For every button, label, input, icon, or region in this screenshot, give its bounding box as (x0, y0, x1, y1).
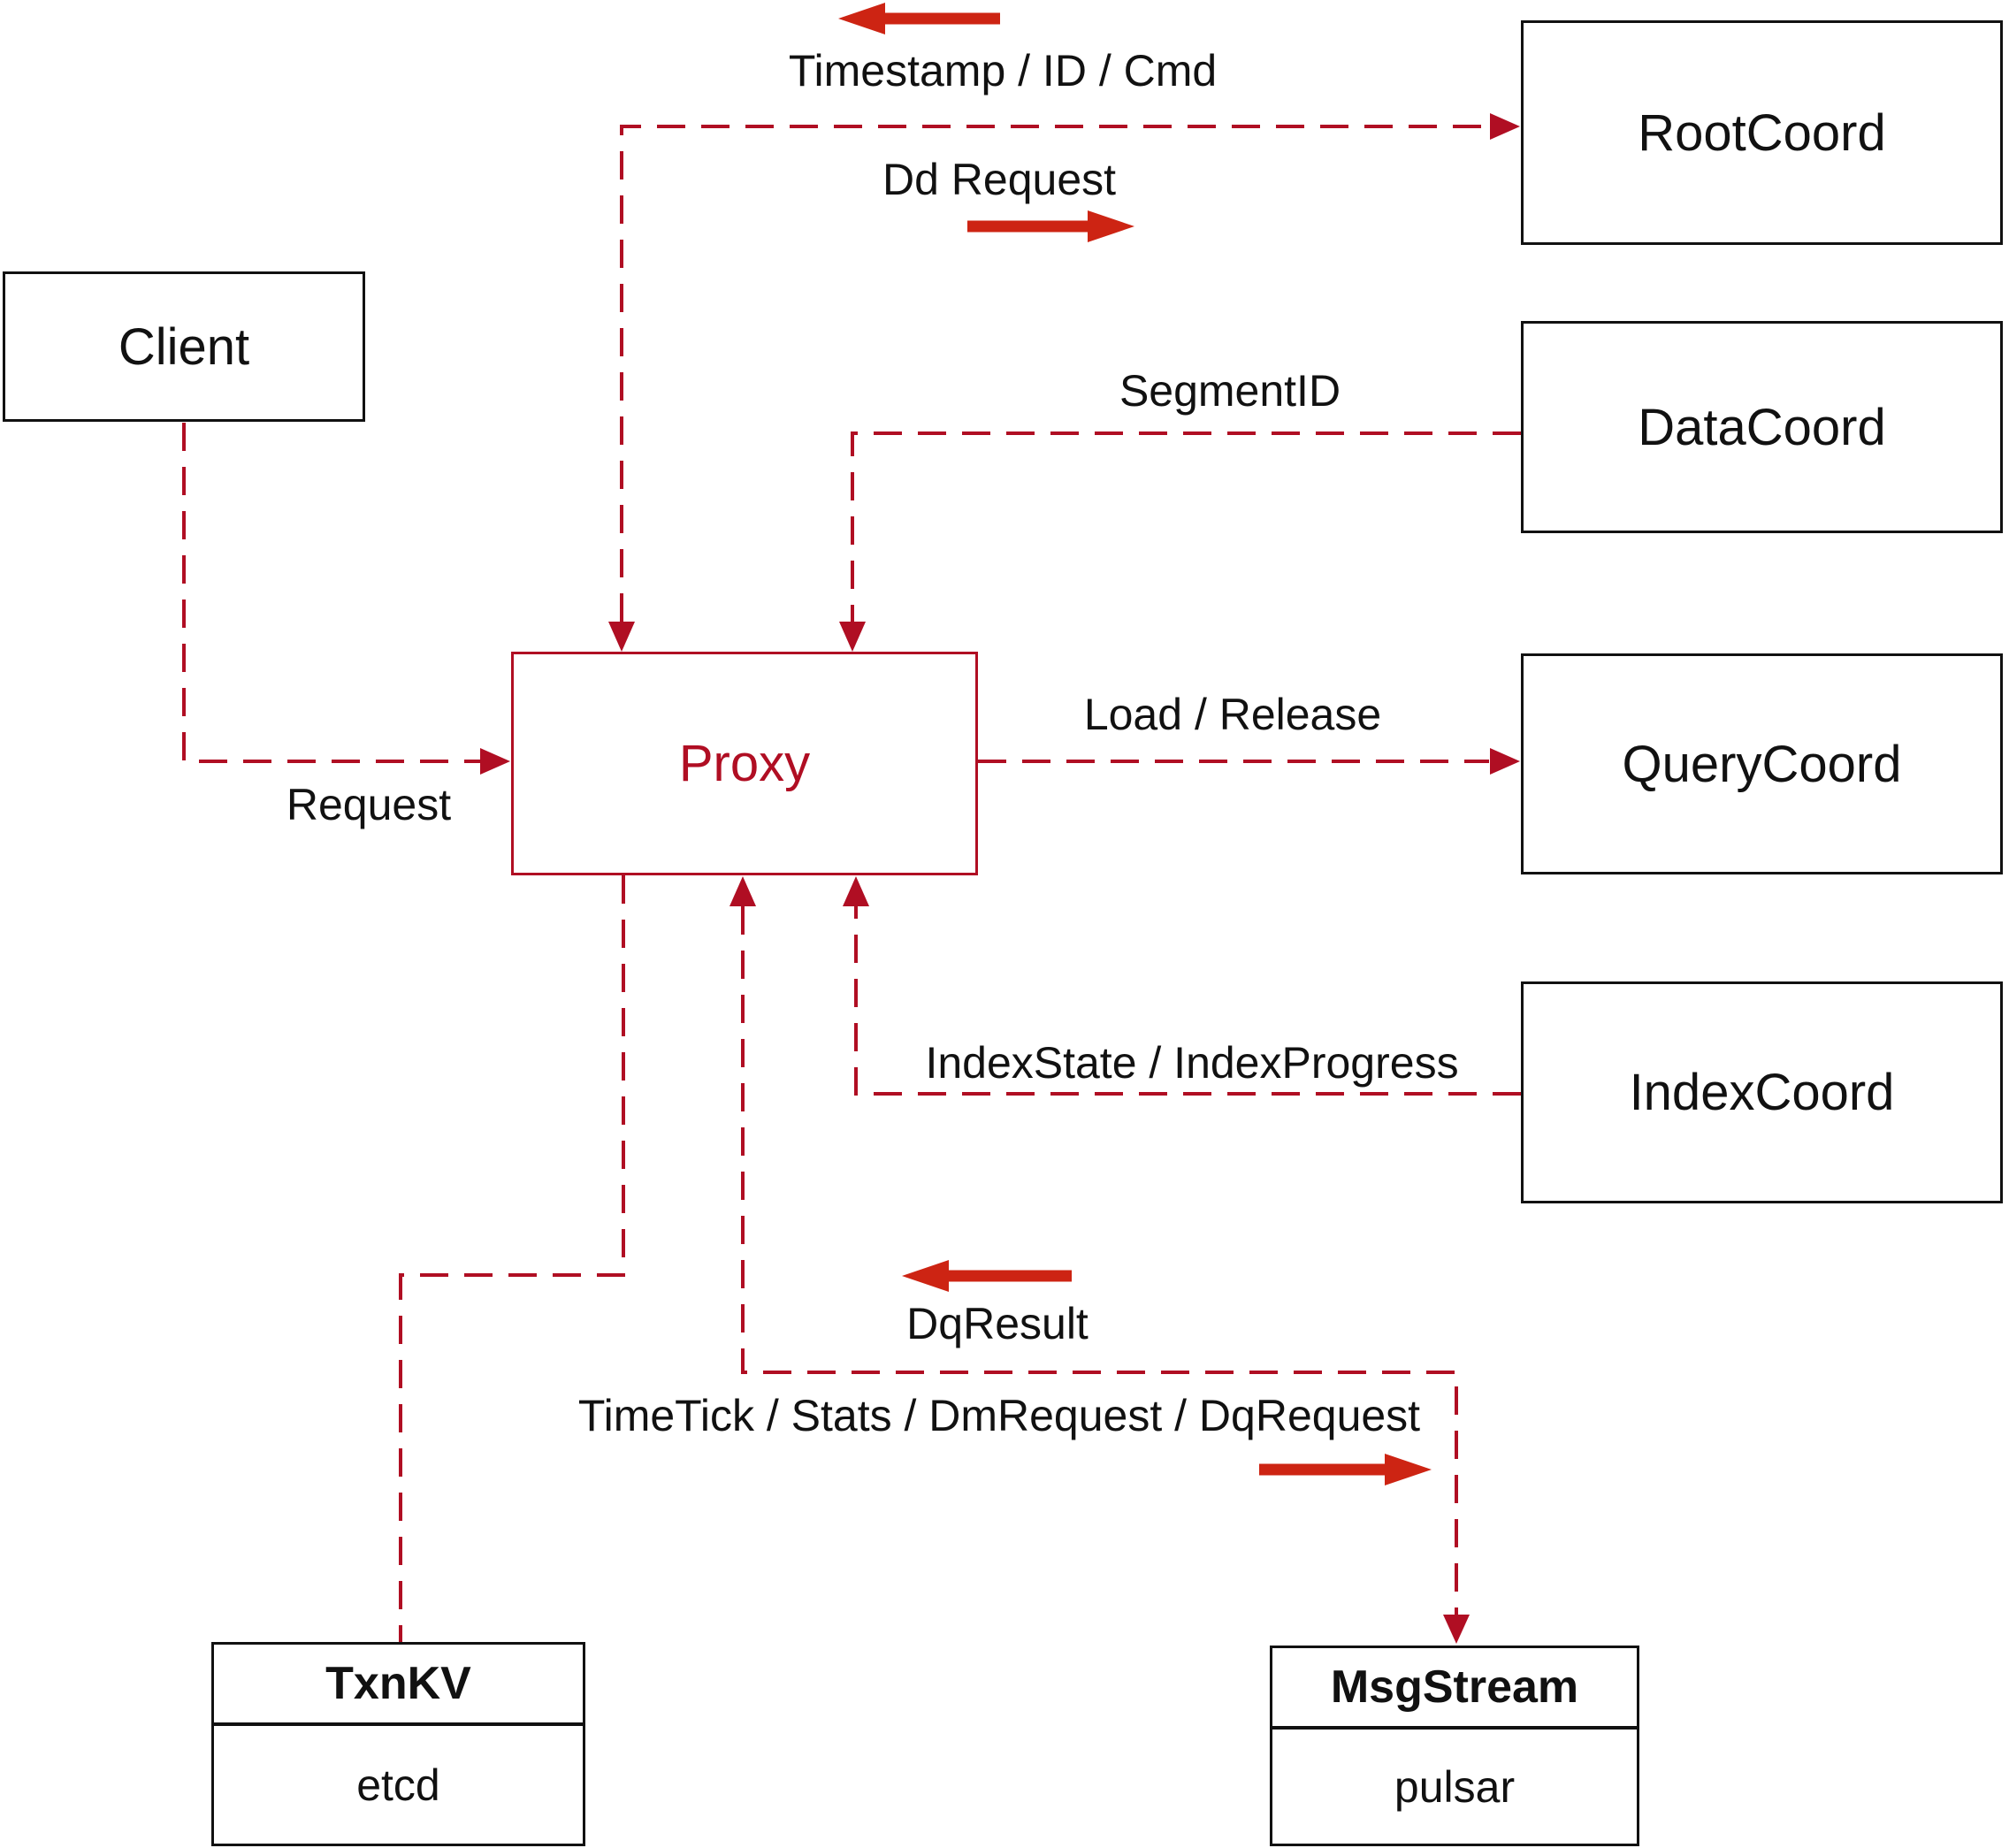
connector-datacoord-proxy (851, 431, 1521, 622)
arrowhead-right-into-rootcoord-icon (1490, 113, 1520, 140)
direction-arrow-timetick-right-icon (1259, 1454, 1432, 1485)
node-msgstream: MsgStream pulsar (1270, 1646, 1639, 1846)
node-datacoord-label: DataCoord (1638, 398, 1886, 456)
arrowhead-down-into-proxy-top-right-icon (839, 622, 866, 652)
node-indexcoord: IndexCoord (1521, 981, 2003, 1203)
node-rootcoord: RootCoord (1521, 20, 2003, 245)
connector-indexcoord-proxy (854, 906, 1521, 1096)
node-msgstream-title: MsgStream (1272, 1648, 1637, 1730)
node-client: Client (3, 271, 365, 422)
edge-label-timetick-stats-dmrequest-dqrequest: TimeTick / Stats / DmRequest / DqRequest (577, 1391, 1421, 1440)
arrowhead-right-into-querycoord-icon (1490, 748, 1520, 775)
edge-label-indexstate-indexprogress: IndexState / IndexProgress (925, 1038, 1459, 1088)
connector-proxy-rootcoord (620, 125, 1489, 622)
arrowhead-right-into-proxy-left-icon (480, 748, 510, 775)
edge-label-timestamp-id-cmd: Timestamp / ID / Cmd (788, 46, 1218, 95)
node-rootcoord-label: RootCoord (1638, 103, 1886, 162)
node-msgstream-impl: pulsar (1394, 1761, 1516, 1812)
node-txnkv-title: TxnKV (214, 1645, 583, 1726)
node-datacoord: DataCoord (1521, 321, 2003, 533)
edge-label-dqresult: DqResult (906, 1299, 1089, 1348)
arrowhead-up-into-proxy-bottom-left-icon (730, 876, 756, 906)
node-txnkv: TxnKV etcd (211, 1642, 585, 1846)
direction-arrow-timestamp-left-icon (838, 3, 1000, 34)
connector-proxy-msgstream (741, 906, 1458, 1615)
connector-proxy-txnkv (399, 875, 625, 1642)
arrowhead-down-into-msgstream-icon (1443, 1615, 1470, 1644)
direction-arrow-dd-request-right-icon (967, 210, 1134, 242)
edge-label-dd-request: Dd Request (882, 155, 1117, 204)
node-querycoord-label: QueryCoord (1622, 735, 1902, 793)
edge-label-load-release: Load / Release (1083, 690, 1382, 739)
node-indexcoord-label: IndexCoord (1629, 1064, 1895, 1121)
arrowhead-up-into-proxy-bottom-right-icon (843, 876, 869, 906)
direction-arrow-dqresult-left-icon (902, 1260, 1072, 1292)
node-client-label: Client (118, 317, 250, 376)
connector-client-proxy (182, 423, 480, 763)
arrowhead-down-into-proxy-top-left-icon (608, 622, 635, 652)
node-proxy: Proxy (511, 652, 978, 875)
edge-label-segmentid: SegmentID (1119, 366, 1341, 416)
edge-label-request: Request (286, 780, 452, 829)
node-querycoord: QueryCoord (1521, 653, 2003, 874)
node-proxy-label: Proxy (678, 735, 811, 792)
node-txnkv-impl: etcd (356, 1760, 440, 1810)
